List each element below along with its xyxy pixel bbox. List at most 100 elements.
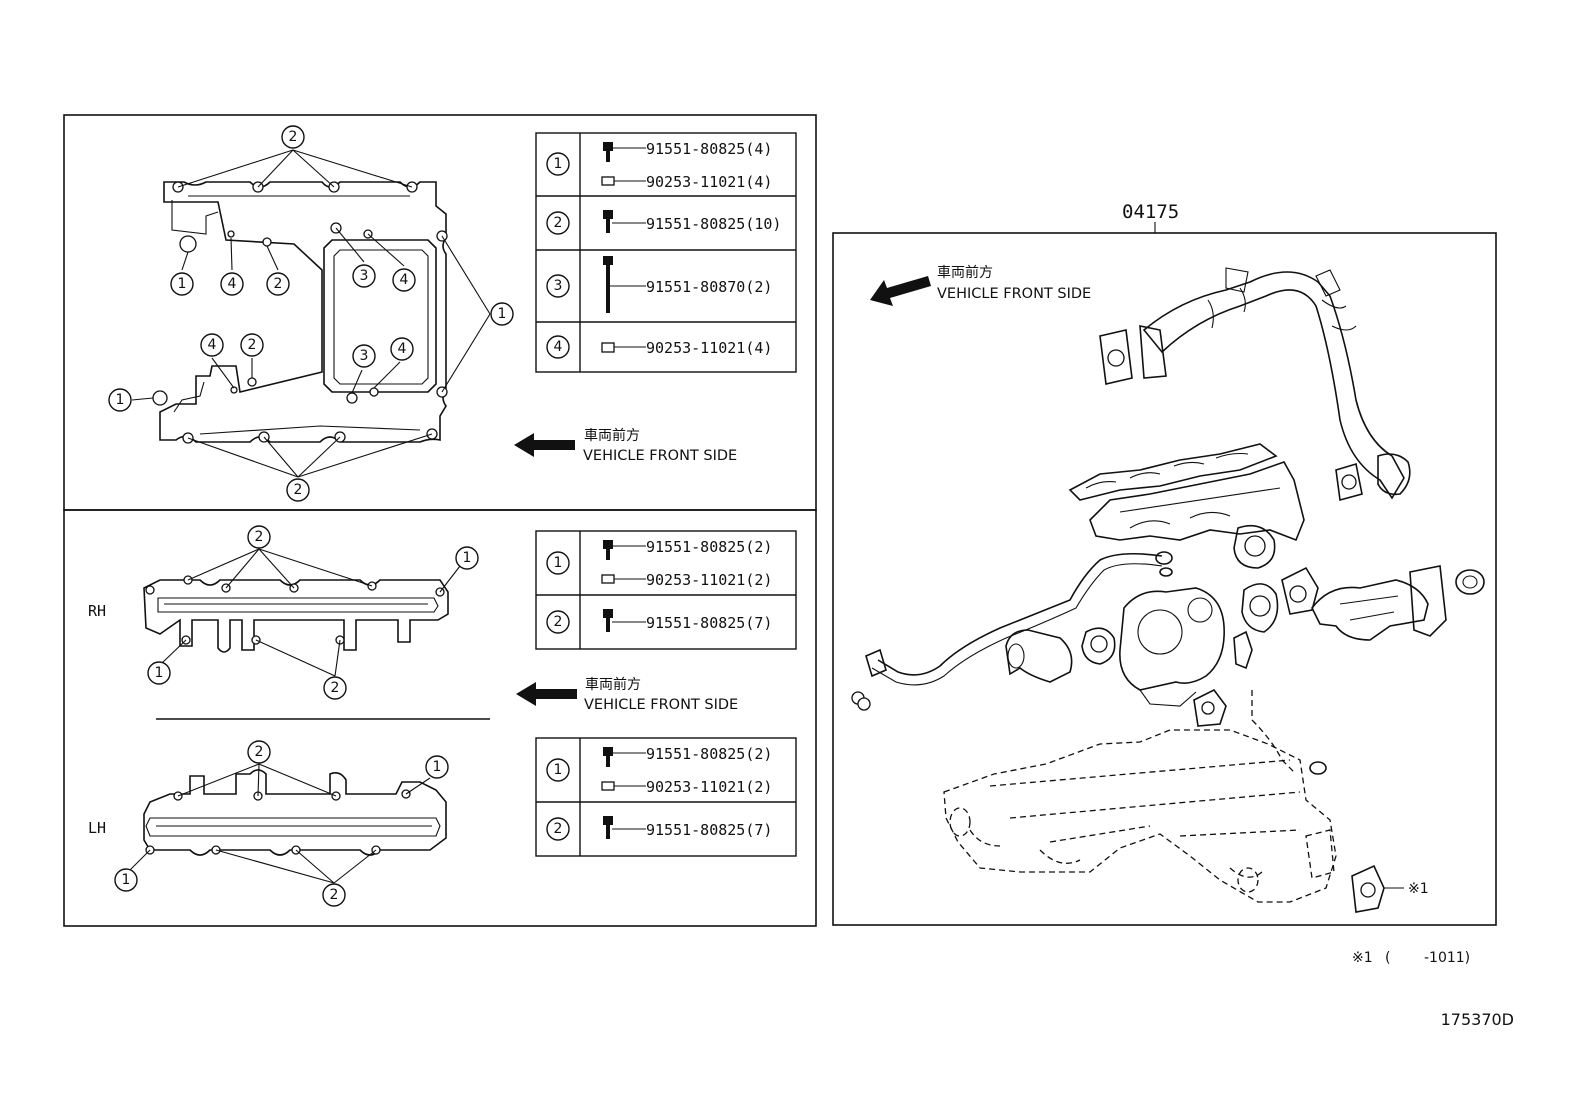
callout: 1 [425,755,449,779]
svg-text:90253-11021(2): 90253-11021(2) [646,571,772,589]
callout-1-right: 1 [490,302,514,326]
callout-4-c: 4 [200,333,224,357]
direction-label-en: VEHICLE FRONT SIDE [937,286,1091,302]
svg-text:3: 3 [360,268,369,284]
callout: 2 [247,525,271,549]
svg-text:2: 2 [248,337,257,353]
left-arrow-icon [516,682,577,706]
upper-intake-gasket-drawing [131,149,491,478]
callout-4-a: 4 [220,272,244,296]
svg-text:1: 1 [122,872,131,888]
svg-text:1: 1 [554,555,563,571]
bolt-icon [603,540,613,560]
svg-text:90253-11021(2): 90253-11021(2) [646,778,772,796]
svg-text:2: 2 [554,821,563,837]
direction-label-en: VEHICLE FRONT SIDE [584,697,738,713]
svg-text:1: 1 [498,306,507,322]
gasket-bolt-holes [152,181,448,444]
callout: 1 [147,661,171,685]
nut-icon [601,176,615,186]
svg-text:91551-80825(10): 91551-80825(10) [646,215,781,233]
bolt-icon [603,816,613,839]
svg-text:91551-80825(4): 91551-80825(4) [646,140,772,158]
callout: 2 [323,676,347,700]
svg-text:2: 2 [554,215,563,231]
svg-text:2: 2 [331,680,340,696]
nut-icon [601,342,615,353]
svg-text:90253-11021(4): 90253-11021(4) [646,339,772,357]
svg-text:91551-80870(2): 91551-80870(2) [646,278,772,296]
svg-text:(: ( [1385,950,1390,966]
svg-text:1: 1 [433,759,442,775]
svg-text:4: 4 [228,276,237,292]
gasket-kit-exploded-view: ※1 [851,267,1485,913]
kit-part-number: 04175 [1122,201,1179,223]
upper-legend-table: 1 91551-80825(4) 90253-11021(4) 2 91551-… [535,132,797,373]
callout: 2 [322,883,346,907]
svg-text:3: 3 [554,278,563,294]
bolt-icon [603,609,613,632]
callout: 2 [546,211,570,235]
svg-text:2: 2 [255,529,264,545]
rh-gasket-drawing: 2 1 1 2 [143,525,479,700]
svg-text:4: 4 [398,341,407,357]
nut-icon [601,781,615,791]
callout: 1 [546,551,570,575]
callout-3-b: 3 [352,344,376,368]
svg-text:1: 1 [178,276,187,292]
svg-text:1: 1 [463,550,472,566]
svg-text:2: 2 [289,129,298,145]
svg-text:4: 4 [400,272,409,288]
callout-1-left: 1 [108,388,132,412]
svg-text:91551-80825(2): 91551-80825(2) [646,745,772,763]
callout-4-d: 4 [390,337,414,361]
callout: 4 [546,335,570,359]
svg-text:91551-80825(7): 91551-80825(7) [646,614,772,632]
callout-2-bottom: 2 [286,478,310,502]
callout-4-b: 4 [392,268,416,292]
svg-text:91551-80825(7): 91551-80825(7) [646,821,772,839]
svg-text:2: 2 [294,482,303,498]
bolt-icon [603,747,613,767]
callout: 1 [546,152,570,176]
callout: 1 [455,546,479,570]
left-arrow-icon [870,276,931,306]
callout: 3 [546,274,570,298]
callout-1-a: 1 [170,272,194,296]
rh-label: RH [88,602,106,620]
direction-label-ja: 車両前方 [937,264,993,281]
svg-text:-1011): -1011) [1424,950,1470,966]
left-arrow-icon [514,433,575,457]
bolt-icon [603,142,613,162]
svg-text:4: 4 [208,337,217,353]
svg-text:1: 1 [155,665,164,681]
svg-text:3: 3 [360,348,369,364]
svg-text:1: 1 [116,392,125,408]
lh-legend-table: 1 91551-80825(2) 90253-11021(2) 2 91551-… [535,737,797,857]
svg-text:91551-80825(2): 91551-80825(2) [646,538,772,556]
callout: 1 [114,868,138,892]
callout: 2 [247,740,271,764]
callout-2-b: 2 [240,333,264,357]
svg-text:4: 4 [554,339,563,355]
callout-2-top: 2 [281,125,305,149]
svg-text:2: 2 [554,614,563,630]
upper-callouts: 2 1 4 2 3 4 1 4 2 3 4 1 2 [108,125,514,502]
svg-text:1: 1 [554,762,563,778]
lh-gasket-drawing: 2 1 1 2 [114,740,449,907]
callout: 2 [546,610,570,634]
svg-text:1: 1 [554,156,563,172]
direction-label-en: VEHICLE FRONT SIDE [583,448,737,464]
svg-text:※1: ※1 [1352,950,1373,966]
svg-text:2: 2 [255,744,264,760]
svg-text:2: 2 [274,276,283,292]
callout: 2 [546,817,570,841]
callout-3-a: 3 [352,264,376,288]
footnote: ※1 ( -1011) [1352,950,1470,966]
long-bolt-icon [603,256,613,313]
figure-code: 175370D [1441,1010,1514,1029]
kit-direction-indicator: 車両前方 VEHICLE FRONT SIDE [870,264,1091,306]
callout-2-a: 2 [266,272,290,296]
callout: 1 [546,758,570,782]
